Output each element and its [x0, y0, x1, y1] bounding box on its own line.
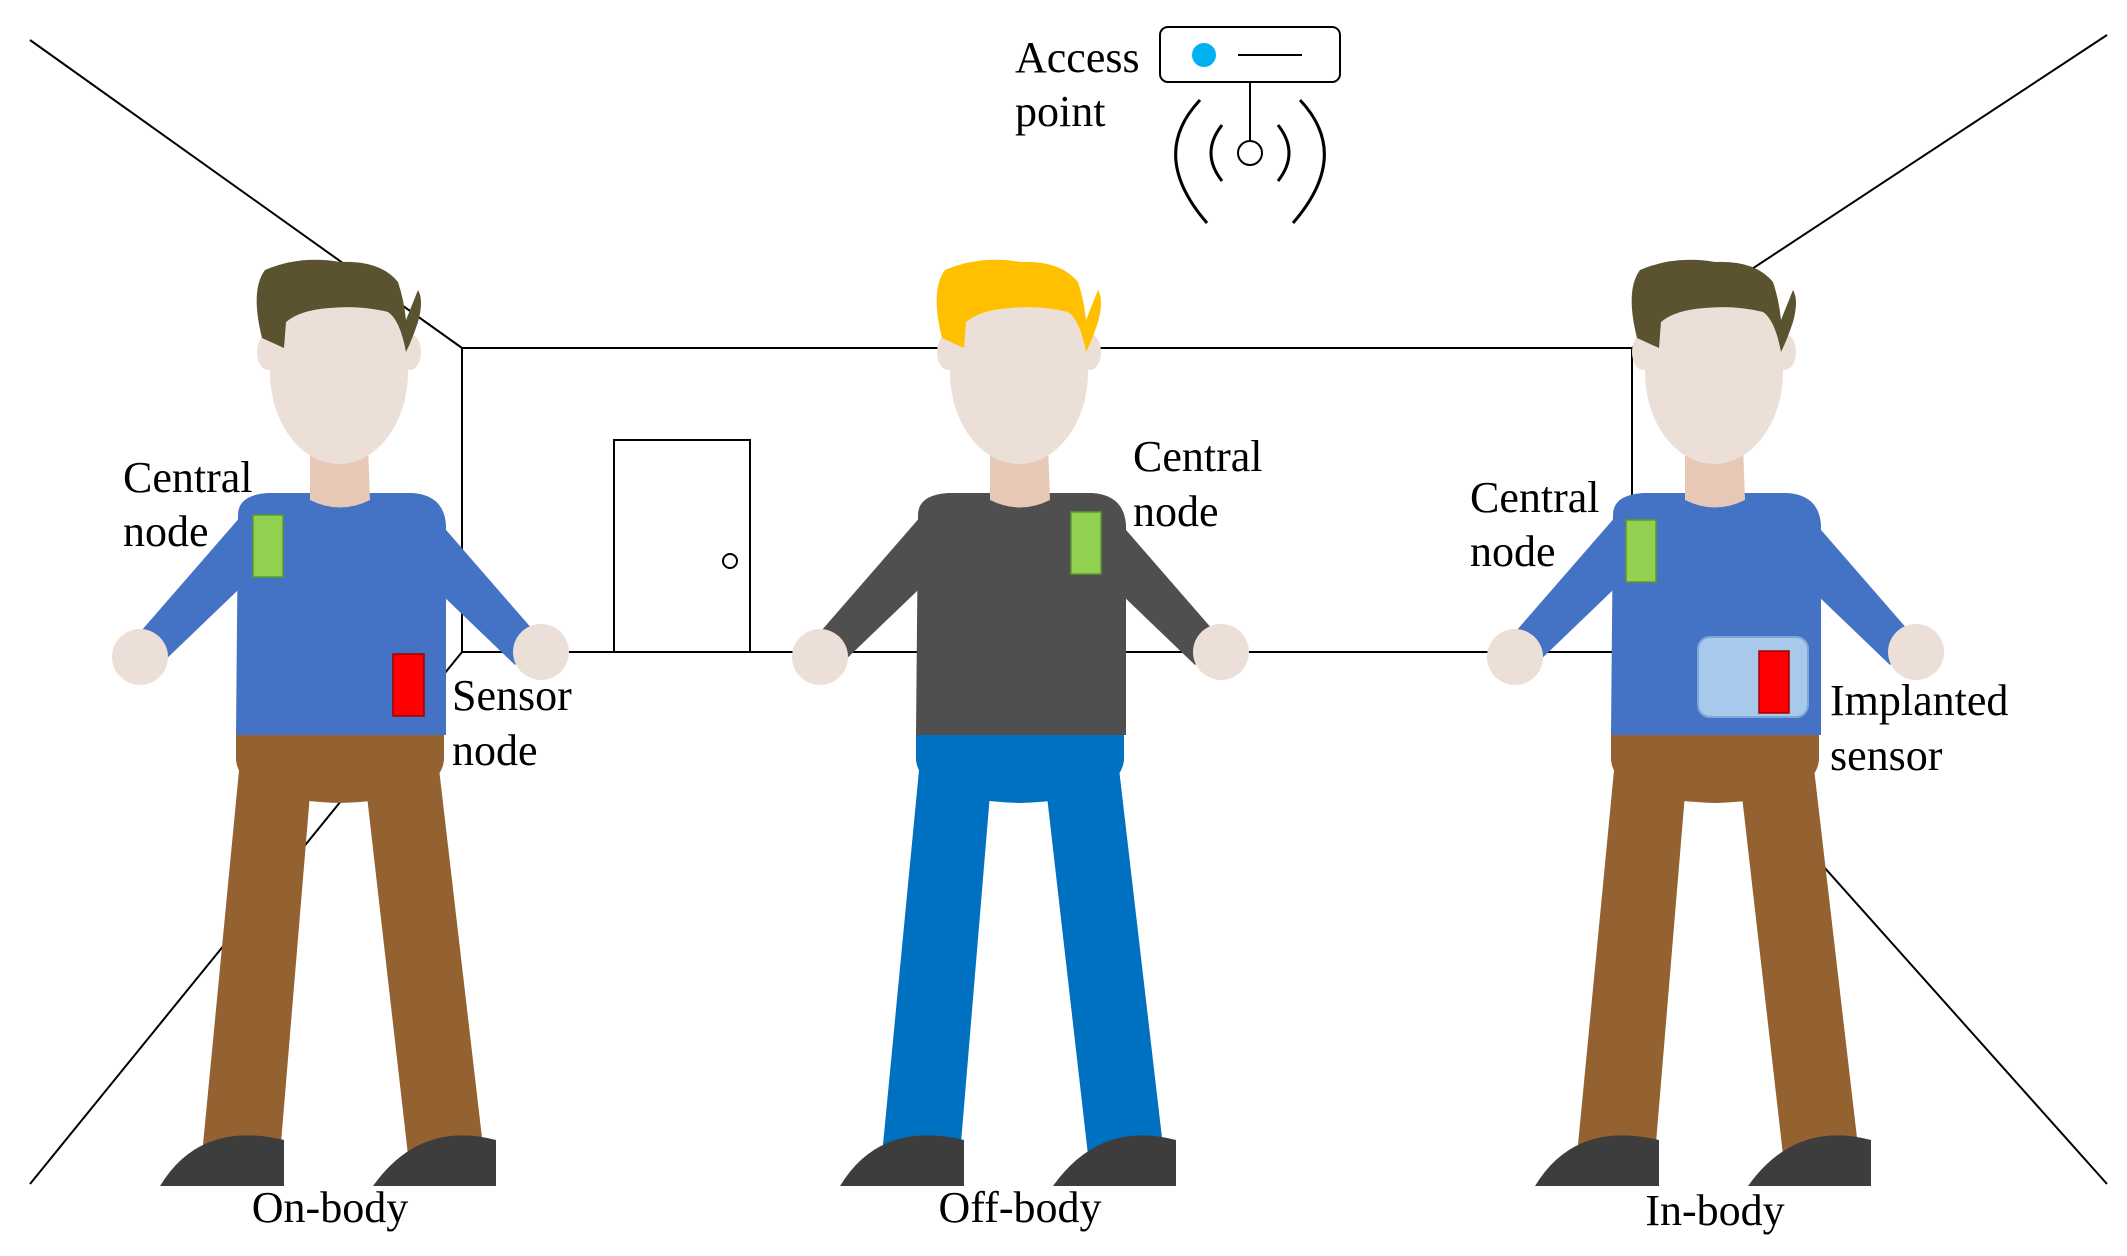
- central-node-marker: [1070, 511, 1102, 575]
- left-shoe: [160, 1135, 284, 1186]
- left-hand: [792, 629, 848, 685]
- in-body-annotations: Central node Implanted sensor In-body: [1470, 473, 2008, 1235]
- door-knob: [722, 553, 738, 569]
- left-hand: [1487, 629, 1543, 685]
- implanted-sensor-marker: [1758, 650, 1790, 714]
- right-leg: [1739, 760, 1859, 1155]
- right-hand: [513, 624, 569, 680]
- wireless-wave-icon: [1174, 98, 1209, 224]
- antenna-icon: [1237, 140, 1263, 166]
- hair: [936, 259, 1101, 352]
- right-shoe: [373, 1135, 496, 1186]
- right-leg: [364, 760, 484, 1155]
- sensor-node-label-line1: Sensor: [452, 671, 572, 720]
- right-shoe: [1748, 1135, 1871, 1186]
- person-on-body: [112, 259, 569, 1186]
- right-shoe: [1053, 1135, 1176, 1186]
- central-node-label-line1: Central: [1133, 432, 1263, 481]
- hair: [256, 259, 421, 352]
- head: [950, 280, 1088, 464]
- implanted-sensor-label-line1: Implanted: [1830, 676, 2008, 725]
- head: [1645, 280, 1783, 464]
- left-leg: [202, 760, 312, 1155]
- off-body-caption: Off-body: [939, 1183, 1102, 1232]
- hips: [236, 735, 444, 803]
- on-body-annotations: Central node Sensor node On-body: [123, 453, 572, 1232]
- wireless-wave-icon: [1209, 124, 1224, 182]
- wireless-wave-icon: [1291, 98, 1326, 224]
- wireless-wave-icon: [1276, 124, 1291, 182]
- hips: [916, 735, 1124, 803]
- right-leg: [1044, 760, 1164, 1155]
- hair: [1631, 259, 1796, 352]
- left-shoe: [840, 1135, 964, 1186]
- sensor-node-label-line2: node: [452, 726, 538, 775]
- access-point: Access point: [1015, 26, 1341, 224]
- right-hand: [1193, 624, 1249, 680]
- central-node-marker: [1625, 519, 1657, 583]
- door: [613, 439, 751, 653]
- access-point-label-line1: Access: [1015, 33, 1140, 82]
- person-off-body: [792, 259, 1249, 1186]
- left-hand: [112, 629, 168, 685]
- central-node-label-line1: Central: [1470, 473, 1600, 522]
- access-point-label-line2: point: [1015, 87, 1105, 136]
- off-body-annotations: Central node Off-body: [939, 432, 1263, 1232]
- left-leg: [1577, 760, 1687, 1155]
- central-node-label-line2: node: [1133, 487, 1219, 536]
- left-leg: [882, 760, 992, 1155]
- central-node-label-line2: node: [123, 507, 209, 556]
- central-node-label-line1: Central: [123, 453, 253, 502]
- on-body-caption: On-body: [252, 1183, 408, 1232]
- hips: [1611, 735, 1819, 803]
- sensor-node-marker: [392, 653, 425, 717]
- access-point-led: [1192, 43, 1216, 67]
- person-in-body: [1487, 259, 1944, 1186]
- in-body-caption: In-body: [1645, 1186, 1784, 1235]
- door-frame: [613, 439, 751, 653]
- implanted-sensor-label-line2: sensor: [1830, 731, 1943, 780]
- central-node-label-line2: node: [1470, 527, 1556, 576]
- implant-patch: [1697, 636, 1809, 718]
- left-shoe: [1535, 1135, 1659, 1186]
- central-node-marker: [252, 514, 284, 578]
- right-hand: [1888, 624, 1944, 680]
- head: [270, 280, 408, 464]
